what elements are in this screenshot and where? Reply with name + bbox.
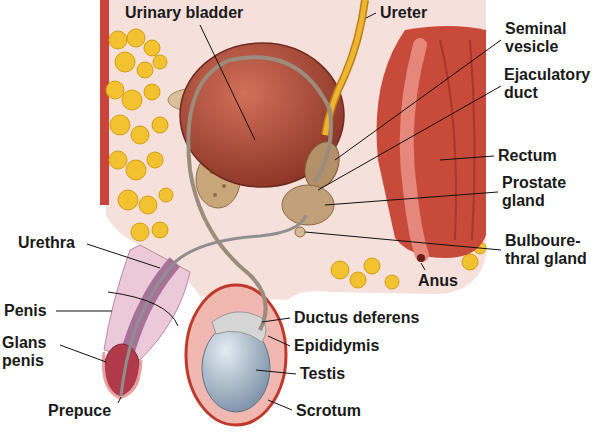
fat-tissue xyxy=(106,81,124,99)
rectum xyxy=(377,26,486,258)
glands xyxy=(282,137,345,237)
penis xyxy=(103,245,190,398)
rectum xyxy=(440,40,456,240)
fat-tissue xyxy=(152,117,168,133)
fat-tissue xyxy=(131,223,149,241)
part-label: Glans penis xyxy=(2,334,62,370)
part-label: Testis xyxy=(300,365,345,383)
fat-tissue xyxy=(109,31,127,49)
fat-tissue xyxy=(153,55,167,69)
part-label: Ureter xyxy=(380,4,427,22)
fat-tissue xyxy=(109,151,127,169)
fat-tissue xyxy=(350,272,366,288)
urethra-duct xyxy=(188,57,331,330)
urethra-duct xyxy=(121,215,306,396)
part-label: Ejaculatory duct xyxy=(504,66,609,102)
scrotum xyxy=(212,312,266,342)
body-section xyxy=(100,0,109,205)
leader-line xyxy=(256,370,296,374)
rectum xyxy=(470,40,475,240)
leader-line xyxy=(262,318,290,322)
leader-line xyxy=(108,292,178,326)
leader-line xyxy=(60,345,106,362)
leader-line xyxy=(325,192,498,205)
part-label: Scrotum xyxy=(296,402,361,420)
fat-tissue xyxy=(127,29,145,47)
part-label: Bulboure-thral gland xyxy=(505,232,605,268)
leader-line xyxy=(118,397,121,403)
part-label: Ductus deferens xyxy=(294,309,419,327)
fat-tissue xyxy=(364,258,380,274)
fat-tissue xyxy=(152,222,168,238)
fat-tissue xyxy=(118,190,138,210)
leader-line xyxy=(305,232,501,250)
fat-tissue xyxy=(147,152,163,168)
part-label: Prepuce xyxy=(48,402,111,420)
leader-line xyxy=(268,400,292,410)
fat-tissue xyxy=(159,188,173,202)
fat-tissue xyxy=(144,40,160,56)
leader-line xyxy=(440,156,494,160)
fat-tissue xyxy=(131,126,149,144)
fat-tissue xyxy=(385,275,399,289)
scrotum xyxy=(186,285,286,425)
scrotum xyxy=(186,285,286,425)
glands xyxy=(295,227,305,237)
leader-line xyxy=(421,263,425,270)
fat-tissue xyxy=(139,196,157,214)
part-label: Rectum xyxy=(498,147,557,165)
fat-tissue xyxy=(110,115,130,135)
leader-line xyxy=(318,86,501,190)
leader-line xyxy=(56,13,501,410)
fat-tissue xyxy=(115,52,135,72)
fat-tissue xyxy=(122,90,142,110)
leader-line xyxy=(268,336,290,346)
leader-line xyxy=(366,13,376,18)
part-label: Prostate gland xyxy=(502,174,587,210)
rectum xyxy=(417,254,425,262)
leader-line xyxy=(56,311,112,312)
part-label: Urinary bladder xyxy=(125,4,243,22)
fat-tissue xyxy=(137,62,153,78)
part-label: Epididymis xyxy=(294,337,379,355)
part-label: Seminal vesicle xyxy=(505,20,590,56)
part-label: Anus xyxy=(418,272,458,290)
leader-line xyxy=(200,25,255,140)
fat-tissue xyxy=(462,254,478,270)
part-label: Urethra xyxy=(18,234,75,252)
fat-tissue xyxy=(144,84,160,100)
rectum xyxy=(407,45,422,255)
fat-tissue xyxy=(331,261,349,279)
bone xyxy=(222,184,226,188)
rectum xyxy=(377,26,486,262)
leader-line xyxy=(87,244,160,268)
part-label: Penis xyxy=(4,302,47,320)
fat-tissue xyxy=(126,160,146,180)
bone xyxy=(213,193,217,197)
